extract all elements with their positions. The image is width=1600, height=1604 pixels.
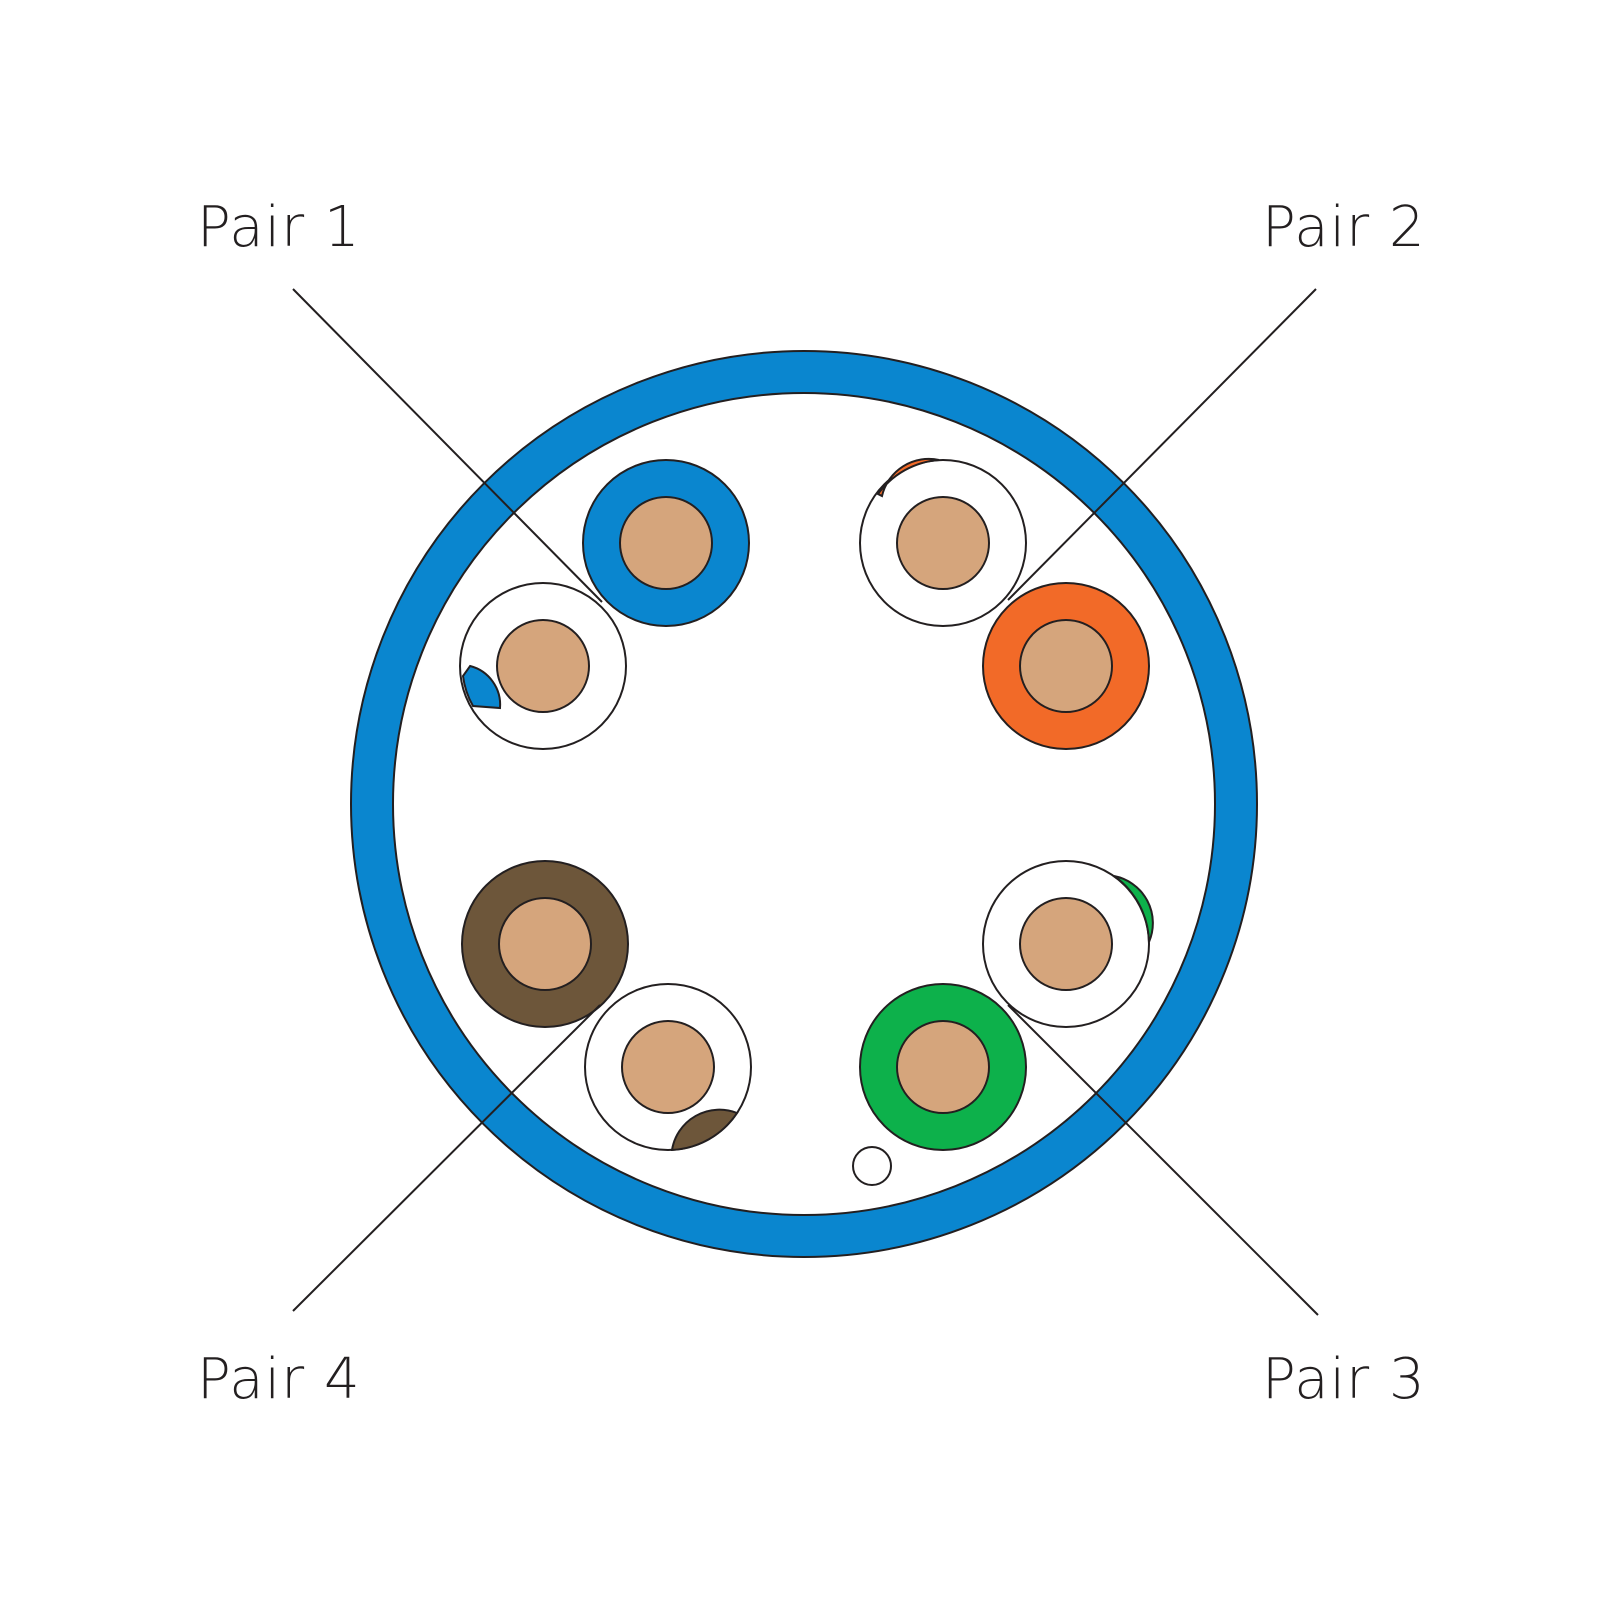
conductor-green (859, 983, 1027, 1151)
stripe-orange (876, 457, 940, 498)
label-pair-1: Pair 1 (197, 195, 361, 260)
stripe-brown (670, 1108, 739, 1152)
conductor-white-blue (459, 582, 627, 750)
label-pair-2: Pair 2 (1262, 195, 1426, 260)
pair-1-conductors (459, 459, 750, 750)
stripe-blue (461, 664, 502, 710)
cable-jacket-inner-edge (392, 392, 1216, 1216)
stripe-green (1113, 875, 1154, 943)
pair-2-conductors (859, 457, 1150, 750)
conductor-white-orange (859, 457, 1027, 627)
conductor-white-green (982, 860, 1154, 1028)
conductor-orange (982, 582, 1150, 750)
ripcord (852, 1146, 892, 1186)
leader-line-pair-1 (292, 288, 603, 603)
conductor-white-brown (584, 983, 752, 1152)
leader-line-pair-2 (1007, 288, 1317, 601)
label-pair-3: Pair 3 (1262, 1347, 1426, 1412)
pair-3-conductors (859, 860, 1154, 1151)
cable-jacket-outer-edge (350, 350, 1258, 1258)
leader-line-pair-3 (1007, 1004, 1319, 1316)
leader-line-pair-4 (292, 1004, 601, 1312)
label-pair-4: Pair 4 (197, 1347, 361, 1412)
conductor-brown (461, 860, 629, 1028)
conductor-blue (582, 459, 750, 627)
cable-jacket (351, 351, 1257, 1257)
pair-4-conductors (461, 860, 752, 1152)
